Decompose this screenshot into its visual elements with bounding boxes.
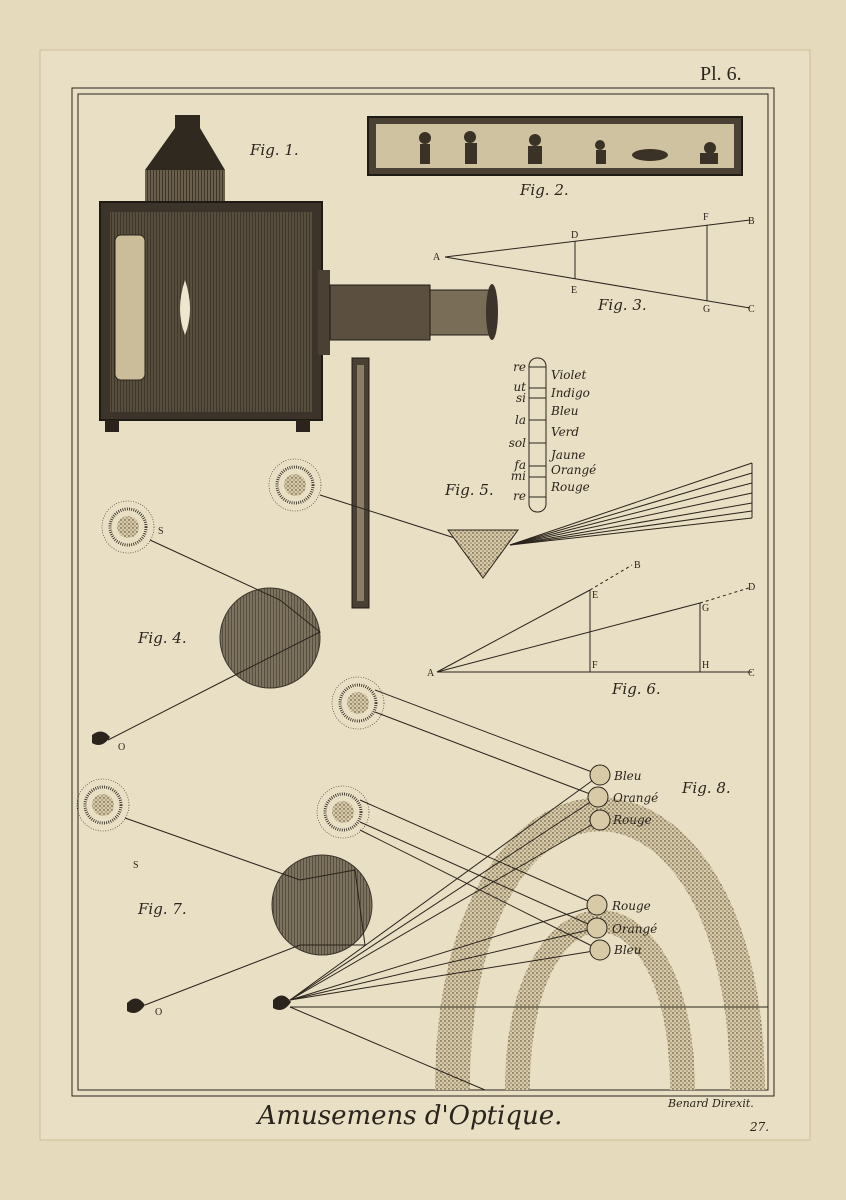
svg-text:Bleu: Bleu <box>613 769 642 783</box>
inner-border <box>77 93 769 1091</box>
plate-title: Amusemens d'Optique. <box>256 1101 563 1131</box>
fig4-label: Fig. 4. <box>137 629 187 647</box>
fig5-notes: re ut si la sol fa mi re <box>509 360 526 503</box>
fig7-sun-label: S <box>133 860 139 871</box>
fig6-diagram <box>436 564 753 673</box>
lantern-vent <box>145 170 225 202</box>
fig6-label: Fig. 6. <box>611 680 661 698</box>
fig3-diagram <box>444 219 751 309</box>
fig7-raindrop <box>75 777 373 1013</box>
lamp-reflector <box>114 234 146 381</box>
svg-text:F: F <box>592 660 598 671</box>
fig7-eye-label: O <box>155 1007 162 1018</box>
lantern-chimney <box>145 115 225 170</box>
eye-icon <box>127 998 145 1013</box>
svg-text:fa: fa <box>513 458 526 472</box>
svg-text:A: A <box>433 252 441 263</box>
svg-text:E: E <box>571 285 577 296</box>
svg-text:re: re <box>513 360 526 374</box>
svg-text:A: A <box>427 668 435 679</box>
svg-text:F: F <box>703 212 709 223</box>
svg-text:re: re <box>513 489 526 503</box>
svg-text:Orangé: Orangé <box>612 922 657 936</box>
fig5-label: Fig. 5. <box>444 481 494 499</box>
fig3-point-labels: A D E F G B C <box>433 212 755 315</box>
lamp-flame <box>180 280 190 335</box>
svg-text:H: H <box>702 660 709 671</box>
fig2-label: Fig. 2. <box>519 181 569 199</box>
fig8-bow-labels: Bleu Orangé Rouge Rouge Orangé Bleu <box>611 769 658 957</box>
page-number: 27. <box>749 1120 769 1134</box>
svg-text:Orangé: Orangé <box>613 791 658 805</box>
svg-text:G: G <box>702 603 709 614</box>
fig4-raindrop <box>92 499 321 745</box>
svg-text:D: D <box>571 230 578 241</box>
svg-text:si: si <box>516 391 526 405</box>
svg-text:Orangé: Orangé <box>551 463 596 477</box>
fig5-prism-experiment <box>267 357 753 609</box>
lens-tube <box>329 284 431 341</box>
fig6-point-labels: A E F B G D H C <box>427 560 755 679</box>
eye-icon <box>92 731 110 745</box>
svg-text:Indigo: Indigo <box>550 386 590 400</box>
svg-text:G: G <box>703 304 710 315</box>
svg-text:E: E <box>592 590 598 601</box>
svg-text:Rouge: Rouge <box>612 813 652 827</box>
fig3-label: Fig. 3. <box>597 296 647 314</box>
svg-text:ut: ut <box>513 380 526 394</box>
fig5-color-scale <box>528 357 547 513</box>
svg-text:B: B <box>748 216 755 227</box>
svg-text:la: la <box>515 413 526 427</box>
fig5-colors: Violet Indigo Bleu Verd Jaune Orangé Rou… <box>548 368 596 494</box>
svg-text:Bleu: Bleu <box>550 404 579 418</box>
svg-text:C: C <box>748 668 755 679</box>
outer-border <box>71 87 775 1097</box>
svg-text:D: D <box>748 582 755 593</box>
svg-text:Rouge: Rouge <box>611 899 651 913</box>
fig1-label: Fig. 1. <box>249 141 299 159</box>
fig1-magic-lantern <box>99 115 498 432</box>
svg-text:Bleu: Bleu <box>613 943 642 957</box>
fig8-label: Fig. 8. <box>681 779 731 797</box>
svg-text:Jaune: Jaune <box>548 448 586 462</box>
svg-text:B: B <box>634 560 641 571</box>
fig8-rainbow <box>273 675 768 1091</box>
fig4-eye-label: O <box>118 742 125 753</box>
fig4-sun-label: S <box>158 526 164 537</box>
svg-text:Violet: Violet <box>551 368 586 382</box>
engraver-credit: Benard Direxit. <box>667 1097 754 1110</box>
svg-text:sol: sol <box>509 436 526 450</box>
plate-number: Pl. 6. <box>700 63 742 85</box>
svg-text:C: C <box>748 304 755 315</box>
fig2-painted-slide <box>367 116 743 176</box>
eye-icon <box>273 995 291 1010</box>
svg-text:mi: mi <box>511 469 526 483</box>
svg-text:Rouge: Rouge <box>550 480 590 494</box>
svg-text:Verd: Verd <box>551 425 579 439</box>
fig7-label: Fig. 7. <box>137 900 187 918</box>
